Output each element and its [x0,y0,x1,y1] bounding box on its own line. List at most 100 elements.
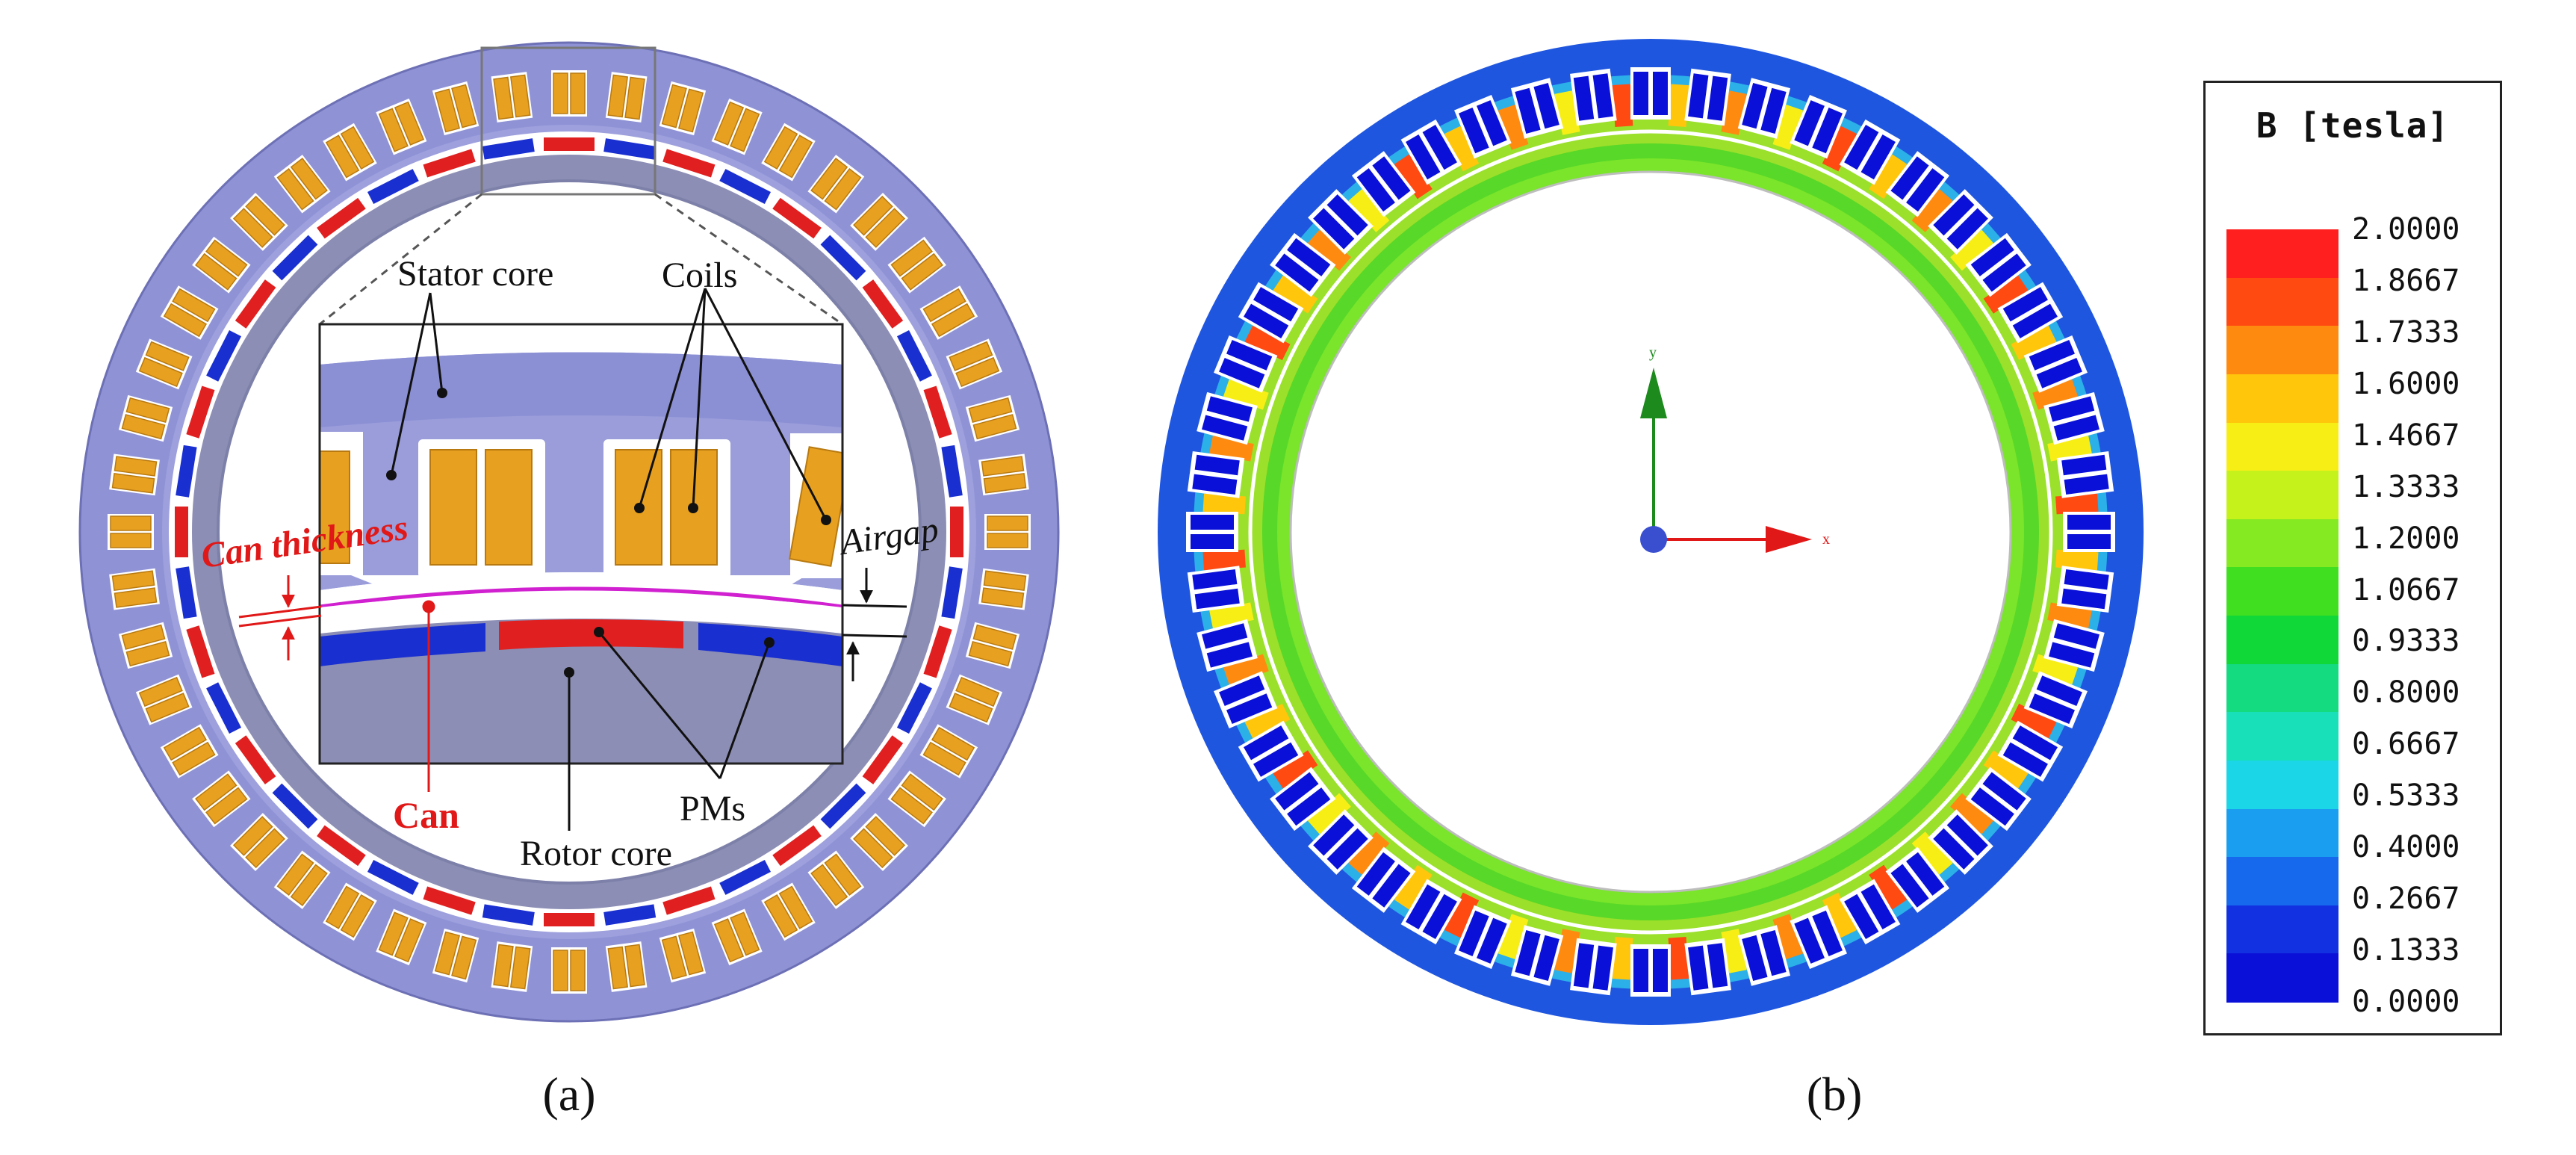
legend-swatch [2226,567,2338,616]
permanent-magnet [317,825,366,867]
legend-swatch [2226,277,2338,327]
coil-pair [118,622,173,669]
coil-pair [323,882,377,941]
coil-pair [160,724,219,778]
flux-coil-pair [1737,78,1791,139]
tooth-hotspot [1822,892,1857,938]
flux-coil-pair [1238,282,1304,344]
tooth-hotspot [2055,549,2099,571]
coil-pair [135,338,193,390]
coil-ring [108,70,1031,994]
tooth-hotspot [1950,793,1994,834]
legend-level-label: 0.0000 [2352,985,2460,1019]
flux-coil-pair [1630,67,1671,120]
flux-coil-pair [1684,938,1731,996]
permanent-magnet [176,566,197,619]
permanent-magnet [206,682,242,734]
machine-cross-section: Stator core Coils Can thickness Airgap C… [78,41,1060,1121]
tooth-hotspot [1772,104,1804,150]
coil-pair [432,81,479,136]
tooth-hotspot [1244,325,1291,361]
flux-coil-pair [2056,451,2114,498]
x-axis-label: x [1822,531,1830,548]
coil-pair [551,70,587,117]
legend-level-label: 1.0667 [2352,572,2460,607]
flux-coil-pair [1737,925,1791,986]
flux-coil-pair [1570,68,1617,126]
coil-pair [491,72,533,123]
legend-swatch [2226,326,2338,375]
legend-level-label: 1.2000 [2352,521,2460,556]
flux-coil-pair [1270,232,1336,297]
tooth-hotspot [1612,84,1633,127]
coil-pair [711,98,763,155]
tooth-hotspot [1668,937,1689,980]
legend-swatch [2226,518,2338,569]
label-stator-core: Stator core [397,254,553,294]
coil-pair [605,941,648,992]
flux-coil-pair [1570,938,1617,996]
legend-level-label: 0.6667 [2352,727,2460,762]
label-coils: Coils [662,256,737,295]
legend-level-label: 0.1333 [2352,933,2460,968]
permanent-magnet [820,235,866,281]
coil-pair [807,850,865,909]
flux-coil-slots [1186,67,2115,997]
tooth-hotspot [1612,937,1633,980]
legend-level-label: 0.9333 [2352,624,2460,659]
coil-pair [850,193,908,251]
permanent-magnet [772,197,822,239]
legend-swatch [2226,229,2338,279]
coil-pair [273,155,331,214]
legend-swatch [2226,808,2338,858]
permanent-magnet [317,197,366,239]
flux-coil-pair [2043,619,2105,672]
permanent-magnet [941,566,963,619]
permanent-magnet [923,385,952,439]
flux-coil-pair [1400,119,1462,185]
coil-pair [135,674,193,725]
coil-pair [659,928,707,983]
flux-coil-pair [1308,189,1374,255]
inset-can [320,586,842,609]
permanent-magnet [950,507,963,557]
flux-coil-pair [1885,846,1950,913]
y-axis-label: y [1649,344,1657,361]
flux-coil-pair [2023,335,2088,393]
coil-pair [230,193,288,251]
coil-pair [605,72,648,123]
inset-frame [318,323,844,765]
flux-coil-pair [1214,671,1278,728]
label-pms: PMs [680,789,745,829]
flux-coil-pair [1351,846,1416,913]
flux-coil-pair [1400,879,1462,945]
flux-coil-pair [2056,566,2114,613]
coil-pair [376,908,427,966]
permanent-magnet [423,886,476,915]
legend-swatch [2226,663,2338,713]
can-thickness-marker [238,575,435,792]
tooth-hotspot [2032,379,2079,410]
permanent-magnet [862,279,904,329]
permanent-magnet [175,507,188,557]
permanent-magnet [272,783,318,829]
legend-level-label: 0.8000 [2352,675,2460,710]
flux-coil-pair [2043,391,2105,445]
flux-coil-pair [1197,619,1258,672]
coil-pair [965,394,1020,442]
legend-level-label: 1.3333 [2352,469,2460,504]
permanent-magnet [662,149,716,178]
coil-pair [192,770,251,828]
permanent-magnet [186,385,215,439]
permanent-magnet [662,886,716,915]
tooth-hotspot [1950,229,1994,271]
legend-level-label: 1.8667 [2352,263,2460,298]
flux-coil-pair [1454,95,1512,159]
tooth-hotspot [2032,654,2079,685]
permanent-magnet [896,682,932,734]
tooth-hotspot [1983,750,2029,789]
label-rotor-core: Rotor core [520,834,672,873]
caption-a: (a) [542,1068,595,1121]
tooth-hotspot [1394,154,1433,199]
coil-pair [919,285,978,340]
